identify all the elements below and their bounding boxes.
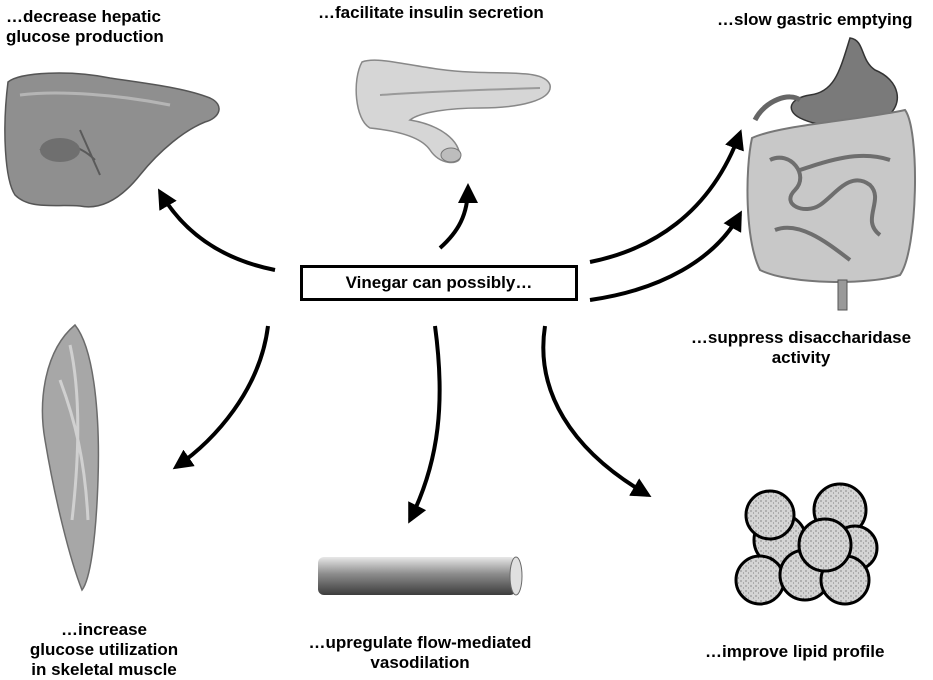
arrows (157, 129, 744, 524)
arrow-to-liver (157, 188, 276, 272)
stomach-effect-label: …slow gastric emptying (717, 10, 913, 30)
muscle-line-2: glucose utilization (29, 640, 179, 659)
intestine-effect-label: …suppress disaccharidase activity (680, 328, 922, 368)
vessel-line-1: …upregulate flow-mediated (308, 633, 532, 652)
arrow-to-vessel (408, 325, 442, 524)
liver-line-2: glucose production (6, 27, 164, 46)
lipid-effect-label: …improve lipid profile (705, 642, 884, 662)
center-label: Vinegar can possibly… (345, 273, 533, 292)
arrow-to-pancreas (438, 183, 478, 250)
arrow-to-intestine (589, 210, 742, 302)
muscle-line-3: in skeletal muscle (31, 660, 177, 679)
digestive-tract-illustration (746, 37, 916, 311)
arrow-to-stomach (589, 129, 744, 264)
arrow-to-lipid (541, 325, 652, 498)
intestine-line-1: …suppress disaccharidase (690, 328, 912, 347)
pancreas-effect-label: …facilitate insulin secretion (318, 3, 544, 23)
vinegar-center-box: Vinegar can possibly… (300, 265, 578, 301)
pancreas-illustration (355, 59, 551, 164)
lipid-cluster-illustration (734, 482, 879, 606)
arrow-to-muscle (172, 325, 270, 470)
muscle-illustration (41, 323, 100, 592)
vessel-effect-label: …upregulate flow-mediated vasodilation (290, 633, 550, 673)
intestine-line-2: activity (771, 348, 831, 367)
vessel-line-2: vasodilation (370, 653, 470, 672)
stomach-line-1: …slow gastric emptying (717, 10, 913, 29)
lipid-line-1: …improve lipid profile (705, 642, 885, 661)
muscle-effect-label: …increase glucose utilization in skeleta… (10, 620, 198, 680)
blood-vessel-illustration (318, 556, 523, 596)
liver-illustration (4, 72, 220, 208)
pancreas-line-1: …facilitate insulin secretion (318, 3, 544, 22)
liver-line-1: …decrease hepatic (6, 7, 161, 26)
liver-effect-label: …decrease hepatic glucose production (6, 7, 164, 47)
muscle-line-1: …increase (61, 620, 147, 639)
